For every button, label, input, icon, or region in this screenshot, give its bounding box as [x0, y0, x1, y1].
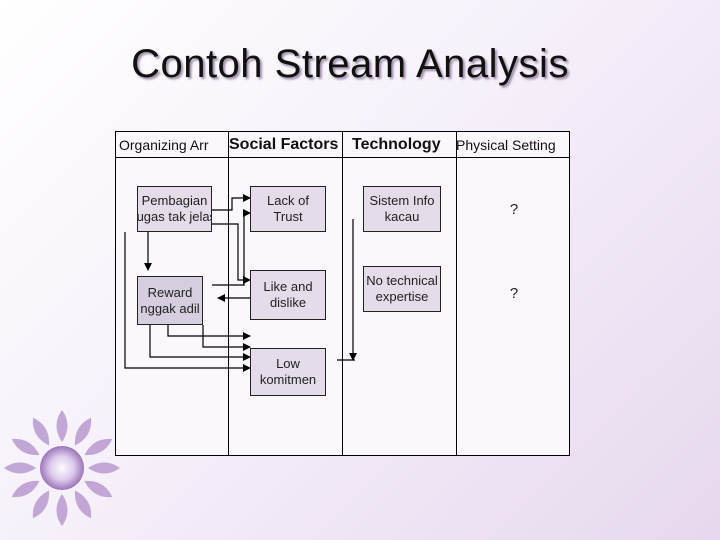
unknown-physical-2: ?	[509, 285, 519, 302]
unknown-physical-1: ?	[509, 201, 519, 218]
connector-pembagian-komitmen	[124, 232, 251, 372]
connector-pembagian-trust	[212, 194, 251, 211]
column-divider	[228, 131, 229, 456]
column-header-physical: Physical Setting	[456, 137, 556, 153]
box-text: nggak adil	[140, 300, 200, 316]
column-divider	[456, 131, 457, 456]
box-text: komitmen	[259, 372, 317, 387]
box-text: Trust	[273, 209, 303, 224]
box-text: No technical	[366, 273, 438, 288]
box-text: expertise	[375, 289, 429, 304]
slide-title: Contoh Stream Analysis	[131, 42, 569, 86]
connector-reward-komitmen-3	[167, 325, 251, 340]
connector-reward-trust	[212, 209, 251, 286]
box-text: Sistem Info	[369, 193, 435, 208]
box-text: Reward	[147, 284, 193, 300]
connector-reward-komitmen	[202, 325, 251, 351]
box-text: tugas tak jelas	[137, 209, 212, 224]
header-divider	[115, 157, 570, 158]
box-text: Low	[276, 356, 300, 371]
box-text: Lack of	[267, 193, 309, 208]
box-text: Like and	[263, 279, 313, 294]
connector-reward-komitmen-2	[149, 325, 251, 361]
box-text: Pembagian	[141, 193, 208, 208]
column-header-social: Social Factors	[229, 136, 339, 153]
column-header-technology: Technology	[352, 136, 441, 153]
box-text: dislike	[269, 295, 307, 310]
column-header-organizing: Organizing Arr	[119, 137, 209, 153]
column-divider	[342, 131, 343, 456]
sun-swirl-icon	[4, 410, 120, 526]
box-text: kacau	[384, 209, 420, 224]
